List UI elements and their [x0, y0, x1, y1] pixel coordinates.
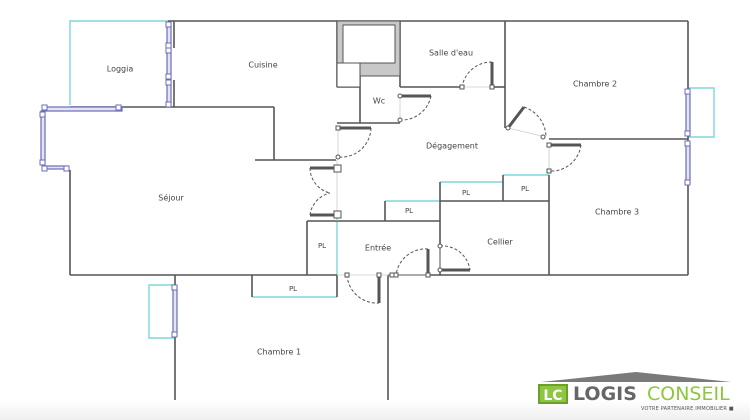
- doors: [309, 61, 582, 304]
- bottom-fade: [0, 400, 750, 420]
- label-loggia: Loggia: [106, 64, 134, 74]
- balcony-outlines: [69, 20, 715, 339]
- label-chambre-1: Chambre 1: [256, 347, 302, 357]
- label-degagement: Dégagement: [426, 141, 478, 151]
- label-closet: PL: [520, 185, 530, 193]
- label-cellier: Cellier: [487, 237, 513, 247]
- windows: [39, 21, 691, 338]
- label-wc: Wc: [372, 96, 386, 106]
- label-closet: PL: [288, 285, 298, 293]
- label-chambre-3: Chambre 3: [594, 207, 640, 217]
- logo-tagline: VOTRE PARTENAIRE IMMOBILIER ■: [641, 406, 734, 412]
- label-closet: PL: [461, 189, 471, 197]
- logo-name-light: CONSEIL: [647, 383, 730, 405]
- label-chambre-2: Chambre 2: [572, 79, 618, 89]
- label-salle-deau: Salle d'eau: [428, 48, 474, 58]
- label-closet: PL: [317, 242, 327, 250]
- logo-mark: LC: [538, 384, 568, 404]
- label-cuisine: Cuisine: [248, 60, 278, 70]
- roof-icon: [541, 372, 731, 382]
- label-sejour: Séjour: [158, 193, 184, 203]
- label-closet: PL: [404, 207, 414, 215]
- label-entree: Entrée: [364, 243, 392, 253]
- shower-fixture: [336, 20, 401, 88]
- logis-conseil-logo: LC LOGIS CONSEIL VOTRE PARTENAIRE IMMOBI…: [533, 372, 748, 416]
- logo-name-bold: LOGIS: [573, 383, 637, 405]
